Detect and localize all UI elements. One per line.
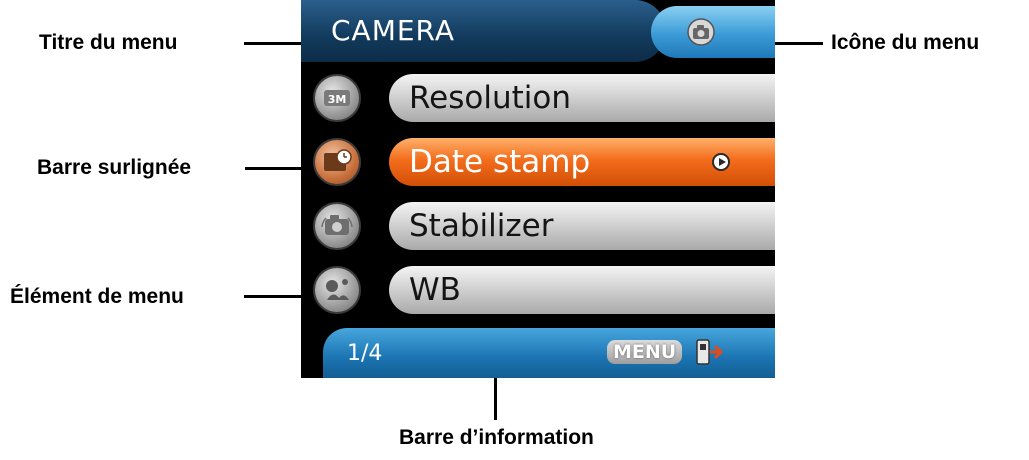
menu-item-bar: WB xyxy=(389,266,775,314)
callout-menu-title: Titre du menu xyxy=(39,31,178,54)
menu-item-wb[interactable]: WB xyxy=(301,262,775,318)
date-stamp-icon xyxy=(313,138,361,186)
menu-title: CAMERA xyxy=(331,14,456,47)
callout-menu-icon: Icône du menu xyxy=(831,31,980,54)
callout-info-bar: Barre d’information xyxy=(399,426,594,449)
leader-info-bar xyxy=(494,354,497,420)
page-indicator: 1/4 xyxy=(347,341,383,366)
menu-item-bar: Resolution xyxy=(389,74,775,122)
menu-title-bar: CAMERA xyxy=(301,0,666,62)
svg-text:3M: 3M xyxy=(328,93,347,106)
callout-menu-item: Élément de menu xyxy=(10,285,184,308)
submenu-arrow-icon[interactable] xyxy=(712,153,730,171)
menu-item-label: Resolution xyxy=(409,80,571,116)
white-balance-icon xyxy=(313,266,361,314)
callout-highlighted-bar: Barre surlignée xyxy=(37,156,192,179)
stabilizer-icon xyxy=(313,202,361,250)
menu-button[interactable]: MENU xyxy=(607,340,683,364)
menu-item-label: Stabilizer xyxy=(409,208,554,244)
menu-item-label: Date stamp xyxy=(409,144,591,180)
menu-item-date-stamp[interactable]: Date stamp xyxy=(301,134,775,190)
camera-menu-screen: CAMERA 3M Resolution xyxy=(301,0,775,378)
menu-item-label: WB xyxy=(409,272,461,308)
highlighted-bar: Date stamp xyxy=(389,138,775,186)
menu-item-resolution[interactable]: 3M Resolution xyxy=(301,70,775,126)
resolution-icon: 3M xyxy=(313,74,361,122)
menu-icon-tab[interactable] xyxy=(651,6,775,58)
exit-icon[interactable] xyxy=(693,336,727,370)
menu-item-bar: Stabilizer xyxy=(389,202,775,250)
camera-icon xyxy=(687,18,715,46)
menu-item-stabilizer[interactable]: Stabilizer xyxy=(301,198,775,254)
leader-menu-item xyxy=(244,295,352,298)
info-bar: 1/4 MENU xyxy=(323,328,775,378)
